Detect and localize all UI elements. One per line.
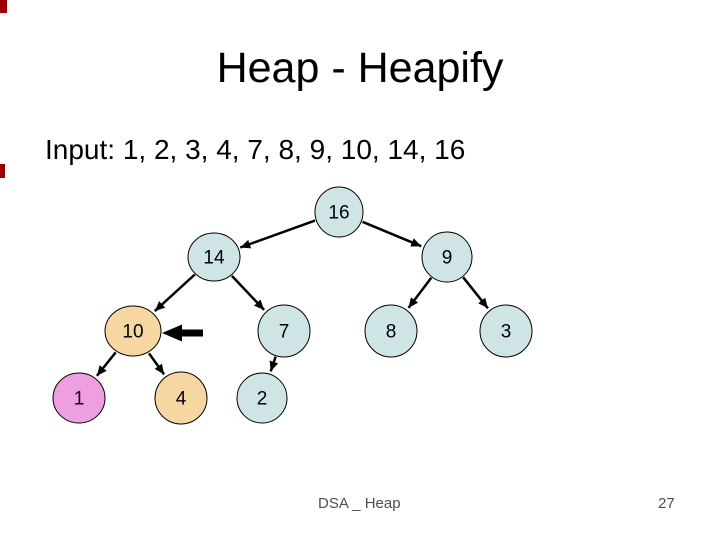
tree-node-16: 16 [314, 186, 364, 238]
tree-node-value: 10 [122, 322, 143, 343]
tree-node-14: 14 [187, 232, 241, 282]
tree-node-value: 4 [176, 389, 187, 410]
tree-node-circle [364, 304, 418, 358]
tree-node-circle [154, 371, 208, 425]
tree-node-2: 2 [236, 372, 288, 424]
tree-edge-16-9 [362, 220, 422, 248]
tree-edge-14-7 [230, 275, 266, 311]
slide-title: Heap - Heapify [216, 44, 504, 92]
tree-edge-9-8 [407, 276, 433, 309]
slide-accent-left-edge [0, 164, 5, 178]
tree-edge-10-4 [147, 352, 166, 376]
tree-node-circle [257, 304, 311, 358]
tree-node-value: 16 [328, 203, 349, 224]
tree-node-10: 10 [104, 305, 162, 357]
tree-node-value: 1 [74, 389, 85, 410]
current-node-pointer [162, 324, 203, 342]
tree-edge-10-1 [95, 351, 117, 377]
tree-node-3: 3 [479, 304, 533, 358]
tree-node-circle [479, 304, 533, 358]
tree-edges [95, 219, 489, 377]
tree-node-8: 8 [364, 304, 418, 358]
footer-deck-title: DSA _ Heap [318, 495, 401, 512]
tree-node-value: 3 [501, 322, 512, 343]
slide-page-number: 27 [658, 495, 675, 512]
tree-node-4: 4 [154, 371, 208, 425]
tree-node-9: 9 [421, 231, 473, 283]
tree-node-value: 2 [257, 389, 268, 410]
tree-node-circle [421, 231, 473, 283]
tree-node-1: 1 [52, 372, 106, 424]
input-sequence-text: Input: 1, 2, 3, 4, 7, 8, 9, 10, 14, 16 [45, 134, 466, 165]
slide-accent-top-left [0, 0, 7, 13]
tree-node-circle [52, 372, 106, 424]
tree-node-value: 9 [442, 248, 453, 269]
tree-edge-9-3 [462, 276, 489, 310]
tree-node-circle [104, 305, 162, 357]
tree-node-circle [187, 232, 241, 282]
current-node-pointer-arrow [162, 324, 203, 342]
tree-node-circle [314, 186, 364, 238]
tree-node-value: 8 [386, 322, 397, 343]
tree-node-7: 7 [257, 304, 311, 358]
tree-node-value: 7 [279, 322, 290, 343]
tree-edge-7-2 [269, 356, 279, 372]
tree-node-circle [236, 372, 288, 424]
tree-node-value: 14 [203, 248, 225, 269]
tree-edge-14-10 [153, 273, 196, 313]
tree-edge-16-14 [239, 219, 316, 249]
